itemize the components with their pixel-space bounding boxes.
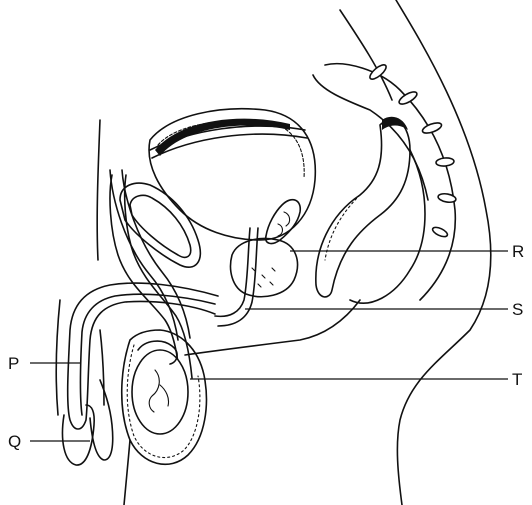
label-S-group: S	[245, 300, 523, 319]
scrotum	[122, 330, 207, 464]
vas-deferens	[110, 175, 192, 380]
spine-outline	[313, 0, 491, 505]
prostate	[231, 239, 298, 297]
label-Q-group: Q	[8, 432, 90, 451]
pubic-bone	[120, 183, 200, 267]
testis	[132, 350, 188, 434]
body-wall	[97, 120, 360, 355]
rectum	[316, 117, 425, 303]
label-T-group: T	[190, 370, 522, 389]
urethra	[215, 228, 258, 326]
label-Q: Q	[8, 432, 21, 451]
seminal-vesicle	[266, 200, 301, 244]
label-R: R	[512, 242, 524, 261]
label-T: T	[512, 370, 522, 389]
label-R-group: R	[290, 242, 524, 261]
label-P: P	[8, 354, 19, 373]
bladder	[149, 109, 315, 240]
label-S: S	[512, 300, 523, 319]
